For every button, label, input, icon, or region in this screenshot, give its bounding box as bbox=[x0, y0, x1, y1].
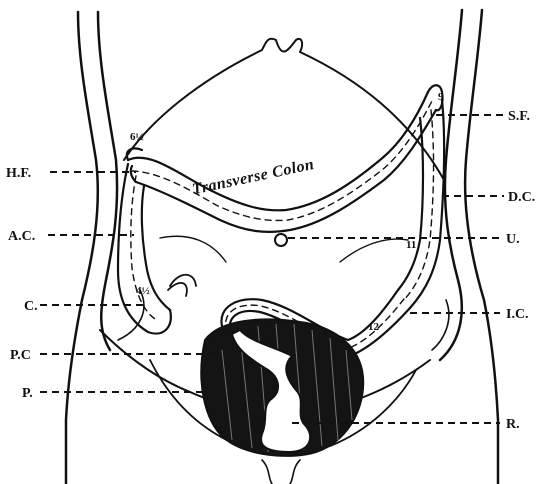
label-c: C. bbox=[24, 299, 38, 314]
transverse-colon-outer bbox=[128, 92, 428, 210]
number-hepatic-top: 6½ bbox=[130, 131, 144, 143]
label-u: U. bbox=[506, 232, 520, 247]
label-sf: S.F. bbox=[508, 109, 530, 124]
intestine-curve-right bbox=[340, 239, 408, 262]
costal-margin bbox=[124, 39, 444, 180]
number-iliac: 11 bbox=[406, 239, 416, 251]
intestine-curve-left bbox=[160, 236, 226, 262]
label-ac: A.C. bbox=[8, 229, 35, 244]
transverse-colon-haustra bbox=[132, 101, 432, 220]
colon bbox=[118, 85, 444, 356]
left-labels: H.F. A.C. C. P.C P. bbox=[6, 166, 38, 401]
label-dc: D.C. bbox=[508, 190, 535, 205]
right-flank-outer bbox=[465, 10, 498, 484]
right-inguinal-fold bbox=[432, 300, 449, 350]
left-flank-inner bbox=[98, 12, 117, 350]
left-flank-outer bbox=[66, 12, 98, 484]
number-sigmoid: 12 bbox=[368, 321, 380, 333]
transverse-colon-label: Transverse Colon bbox=[191, 156, 316, 198]
right-labels: S.F. D.C. U. I.C. R. bbox=[506, 109, 535, 432]
label-hf: H.F. bbox=[6, 166, 31, 181]
number-splenic-top: 9 bbox=[438, 91, 444, 103]
number-caecum: 4½ bbox=[136, 285, 150, 297]
label-p: P. bbox=[22, 386, 33, 401]
appendix bbox=[168, 275, 196, 296]
label-ic: I.C. bbox=[506, 307, 529, 322]
rectum-region bbox=[201, 319, 363, 455]
label-r: R. bbox=[506, 417, 520, 432]
perineum-mark bbox=[262, 460, 300, 484]
umbilicus bbox=[275, 234, 287, 246]
label-pc: P.C bbox=[10, 348, 31, 363]
